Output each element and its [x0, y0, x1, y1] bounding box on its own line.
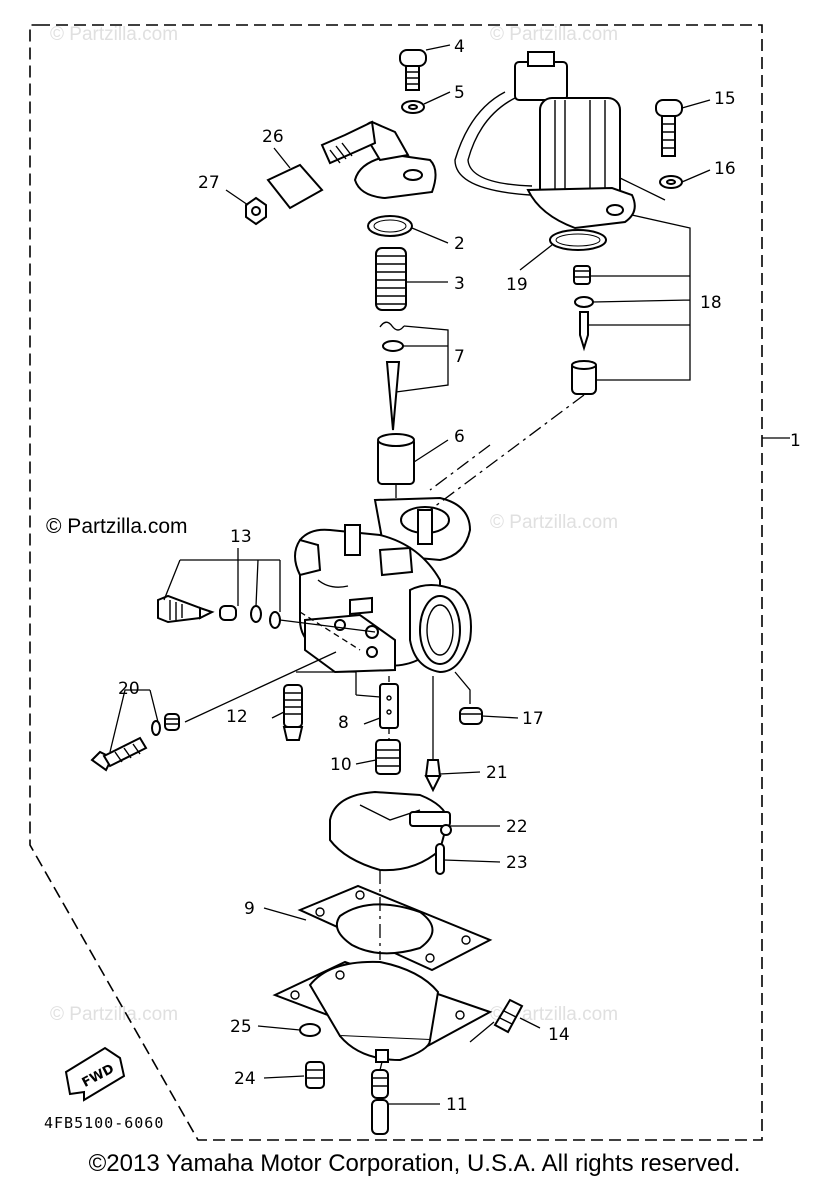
drain-hose-11 — [371, 1069, 389, 1135]
throttle-valve-6 — [377, 433, 415, 485]
throttle-stop-screw-set-20 — [90, 713, 180, 772]
callout-14: 14 — [548, 1025, 570, 1045]
callout-12: 12 — [226, 707, 248, 727]
screw-4 — [399, 49, 427, 91]
callout-27: 27 — [198, 173, 220, 193]
fwd-arrow-icon: FWD — [64, 1046, 126, 1102]
needle-set-7 — [379, 321, 405, 431]
spring-3 — [375, 247, 407, 311]
watermark: © Partzilla.com — [490, 1004, 618, 1025]
gasket-9 — [297, 884, 493, 972]
auto-choke-unit — [454, 51, 636, 230]
float-chamber — [272, 960, 493, 1063]
callout-20: 20 — [118, 679, 140, 699]
screw-15 — [655, 99, 683, 157]
pilot-screw-set-13 — [157, 594, 281, 629]
washer-25 — [299, 1023, 321, 1037]
callout-17: 17 — [522, 709, 544, 729]
needle-jet-8 — [379, 683, 399, 729]
screw-24 — [305, 1061, 325, 1089]
watermark: © Partzilla.com — [490, 24, 618, 45]
callout-1: 1 — [790, 431, 801, 451]
watermark: © Partzilla.com — [46, 515, 188, 538]
nut-27 — [245, 196, 267, 226]
starter-jet-12 — [282, 684, 304, 741]
callout-18: 18 — [700, 293, 722, 313]
callout-13: 13 — [230, 527, 252, 547]
leader-lines — [109, 44, 711, 1105]
o-ring-2 — [367, 215, 413, 237]
callout-25: 25 — [230, 1017, 252, 1037]
carburetor-body — [294, 496, 472, 674]
callout-22: 22 — [506, 817, 528, 837]
screw-17 — [459, 707, 483, 725]
callout-8: 8 — [338, 713, 349, 733]
o-ring-19 — [549, 229, 607, 251]
float-22 — [329, 790, 452, 872]
copyright-notice: ©2013 Yamaha Motor Corporation, U.S.A. A… — [88, 1150, 741, 1177]
washer-5 — [401, 100, 425, 114]
callout-23: 23 — [506, 853, 528, 873]
watermark: © Partzilla.com — [50, 1004, 178, 1025]
cable-boot-26 — [266, 163, 324, 210]
drawing-code: 4FB5100-6060 — [44, 1114, 164, 1132]
callout-15: 15 — [714, 89, 736, 109]
callout-16: 16 — [714, 159, 736, 179]
callout-labels: 1 2 3 4 5 6 7 8 9 10 11 12 13 14 15 16 1… — [118, 37, 801, 1115]
float-pin-23 — [435, 843, 445, 875]
callout-11: 11 — [446, 1095, 468, 1115]
callout-5: 5 — [454, 83, 465, 103]
callout-26: 26 — [262, 127, 284, 147]
choke-plunger-set-18 — [571, 265, 597, 395]
callout-4: 4 — [454, 37, 465, 57]
watermark: © Partzilla.com — [50, 24, 178, 45]
callout-3: 3 — [454, 274, 465, 294]
callout-24: 24 — [234, 1069, 256, 1089]
callout-6: 6 — [454, 427, 465, 447]
callout-9: 9 — [244, 899, 255, 919]
watermark: © Partzilla.com — [490, 512, 618, 533]
cable-cap-assembly — [320, 120, 437, 200]
callout-7: 7 — [454, 347, 465, 367]
callout-19: 19 — [506, 275, 528, 295]
assembly-boundary — [29, 24, 763, 1141]
callout-2: 2 — [454, 234, 465, 254]
callout-10: 10 — [330, 755, 352, 775]
main-jet-10 — [375, 739, 401, 775]
callout-21: 21 — [486, 763, 508, 783]
washer-16 — [658, 175, 684, 189]
needle-valve-21 — [424, 759, 442, 793]
drain-screw-14 — [493, 998, 524, 1034]
